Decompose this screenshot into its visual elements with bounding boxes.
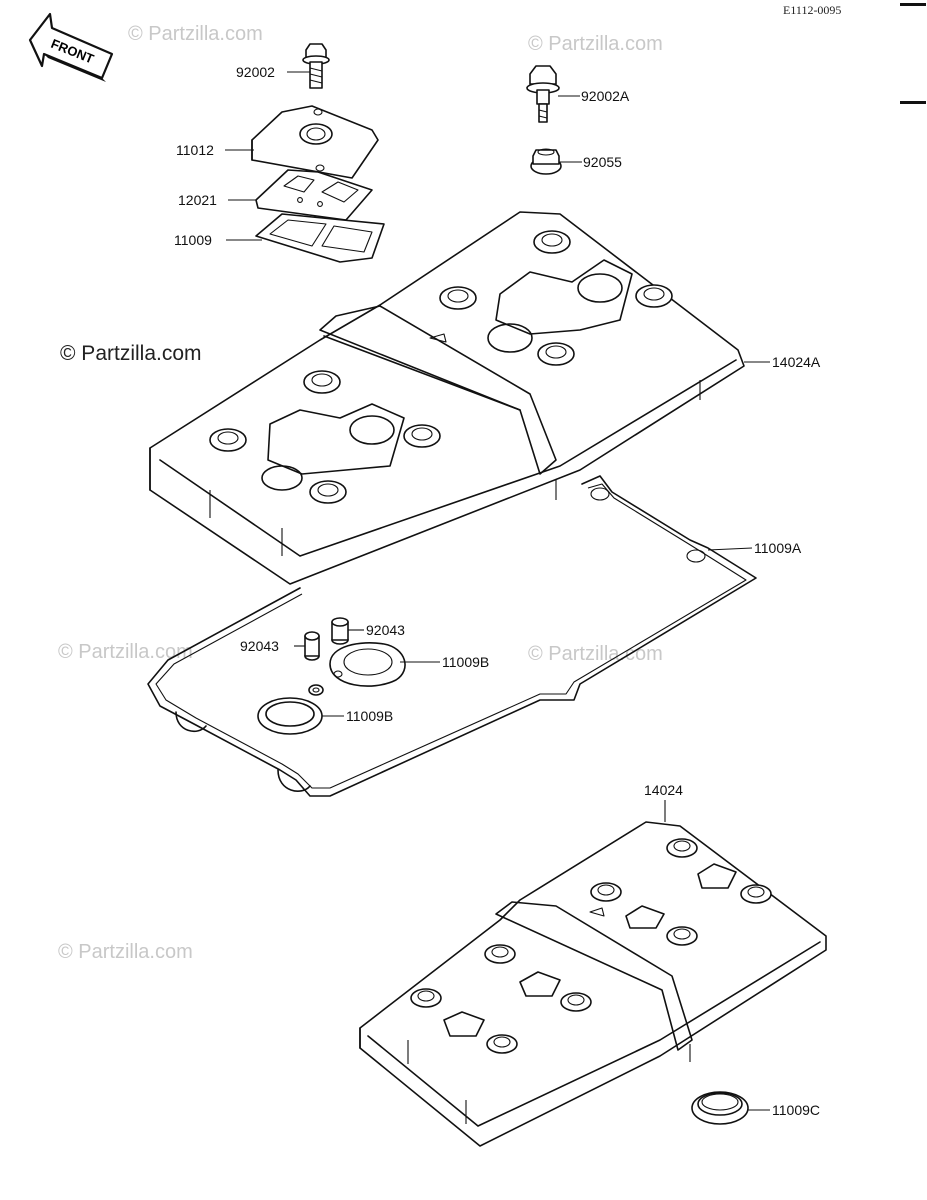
boss [533, 230, 571, 254]
cylinder-head-cover-14024A [149, 211, 745, 585]
plate-11012 [251, 105, 379, 179]
gasket-12021 [255, 169, 373, 221]
leader-lines [225, 71, 770, 1111]
front-arrow-icon: FRONT [28, 12, 114, 82]
gasket-11009A [147, 475, 757, 797]
seal-11009C [691, 1091, 749, 1125]
dowel-pin-92043-right [331, 617, 349, 645]
dowel-pin-92043-left [304, 631, 320, 661]
boss [590, 882, 622, 902]
seal-11009B-upper [329, 642, 406, 687]
boss [666, 838, 698, 858]
callout-11009C: 11009C [772, 1102, 820, 1118]
callout-14024: 14024 [644, 782, 683, 798]
boss [403, 424, 441, 448]
boss [560, 992, 592, 1012]
boss [209, 428, 247, 452]
callout-11009: 11009 [174, 232, 212, 248]
watermark: © Partzilla.com [528, 643, 663, 665]
callout-12021: 12021 [178, 192, 217, 208]
boss [309, 480, 347, 504]
edge-mark [900, 101, 926, 104]
bolt-92002A [526, 65, 560, 123]
seal-11009B-lower [257, 684, 324, 735]
boss [635, 284, 673, 308]
callout-11009A: 11009A [754, 540, 802, 556]
callout-92055: 92055 [583, 154, 622, 170]
edge-mark [900, 3, 926, 6]
boss [666, 926, 698, 946]
callout-11009B-upper: 11009B [442, 654, 489, 670]
boss [484, 944, 516, 964]
callout-14024A: 14024A [772, 354, 821, 370]
callout-92002A: 92002A [581, 88, 630, 104]
boss [410, 988, 442, 1008]
callout-92002: 92002 [236, 64, 275, 80]
callout-11009B-lower: 11009B [346, 708, 393, 724]
boss [537, 342, 575, 366]
boss [439, 286, 477, 310]
bolt-92002 [302, 43, 330, 89]
grommet-92055 [530, 148, 562, 175]
boss [303, 370, 341, 394]
reference-code: E1112-0095 [783, 3, 841, 17]
callout-11012: 11012 [176, 142, 214, 158]
callout-92043-left: 92043 [240, 638, 279, 654]
watermark: © Partzilla.com [60, 342, 202, 365]
callout-labels: 92002 92002A 11012 92055 12021 11009 140… [174, 64, 821, 1118]
watermark: © Partzilla.com [58, 641, 193, 663]
watermark: © Partzilla.com [58, 941, 193, 963]
callout-92043-right: 92043 [366, 622, 405, 638]
cylinder-head-cover-14024 [359, 821, 827, 1147]
gasket-11009 [255, 213, 385, 263]
boss [486, 1034, 518, 1054]
boss [740, 884, 772, 904]
watermark: © Partzilla.com [128, 23, 263, 45]
watermark: © Partzilla.com [528, 33, 663, 55]
